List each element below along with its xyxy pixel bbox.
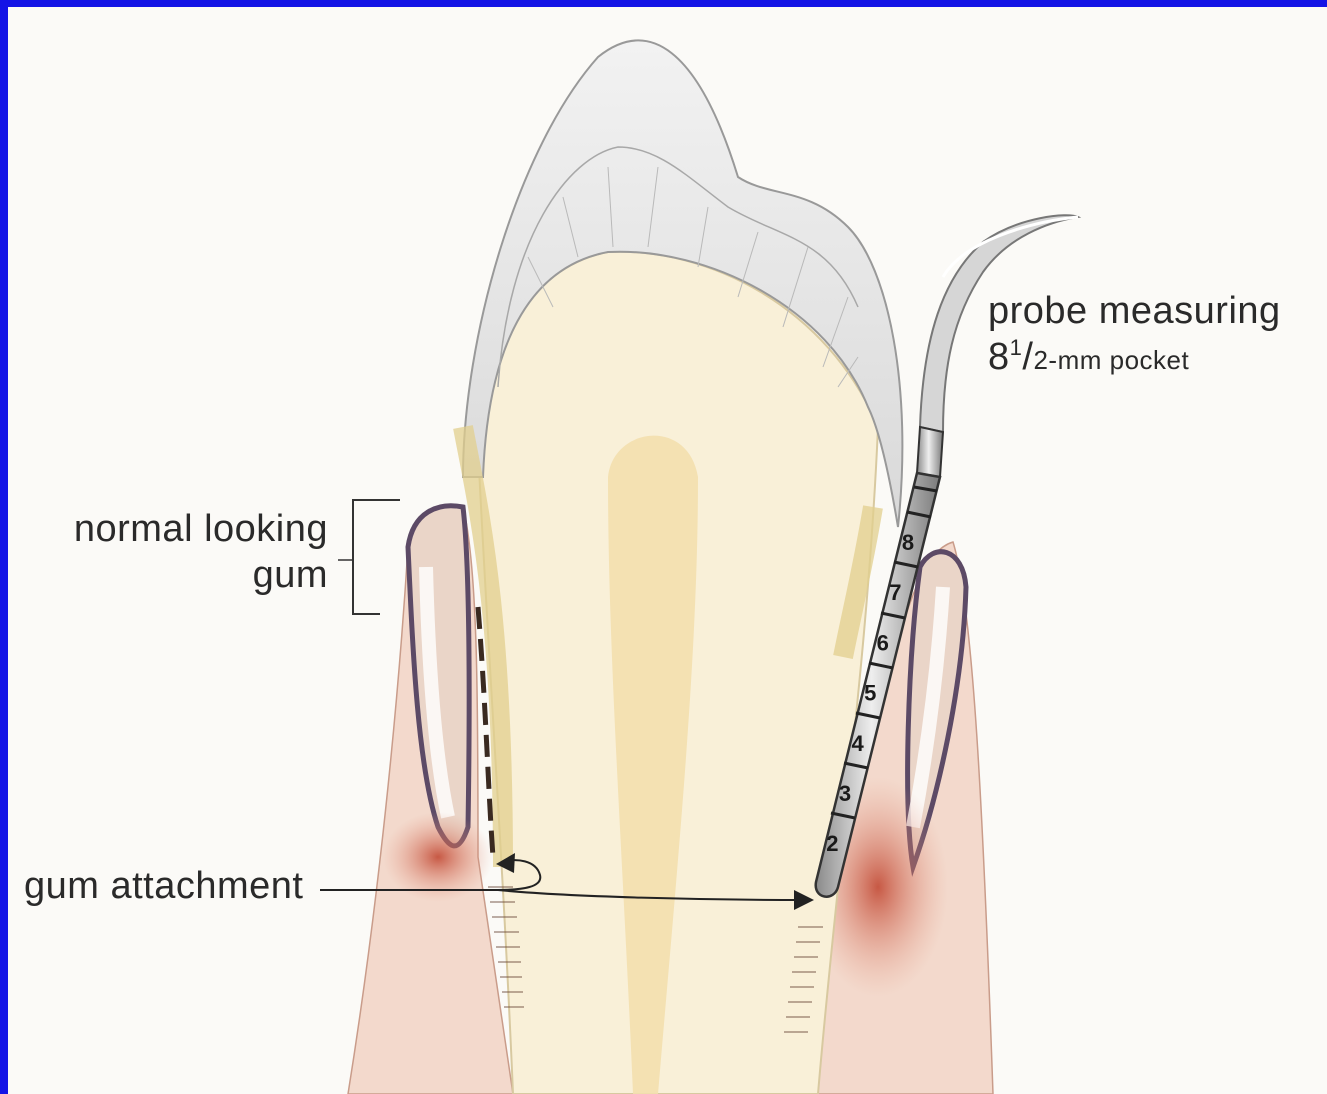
gum-attachment-label: gum attachment (24, 864, 303, 910)
normal-gum-label: normal looking gum (63, 507, 328, 598)
normal-gum-bracket (353, 500, 400, 614)
probe-label-fraction-num: 1 (1010, 335, 1023, 360)
probe-label-fraction-slash: / (1022, 336, 1033, 378)
probe-label-rest: 2-mm pocket (1033, 345, 1189, 375)
probe-marking-4: 4 (851, 731, 864, 756)
probe-label: probe measuring 81/2-mm pocket (988, 289, 1281, 380)
probe-marking-8: 8 (902, 530, 914, 555)
normal-gum-label-line2: gum (63, 553, 328, 599)
probe-marking-3: 3 (839, 781, 851, 806)
probe-label-whole: 8 (988, 336, 1010, 378)
probe-label-line1: probe measuring (988, 289, 1281, 335)
probe-marking-6: 6 (877, 630, 889, 655)
probe-marking-7: 7 (889, 580, 901, 605)
probe-label-line2: 81/2-mm pocket (988, 335, 1281, 381)
normal-gum-label-line1: normal looking (63, 507, 328, 553)
probe-marking-2: 2 (826, 831, 838, 856)
probe-marking-5: 5 (864, 681, 876, 706)
